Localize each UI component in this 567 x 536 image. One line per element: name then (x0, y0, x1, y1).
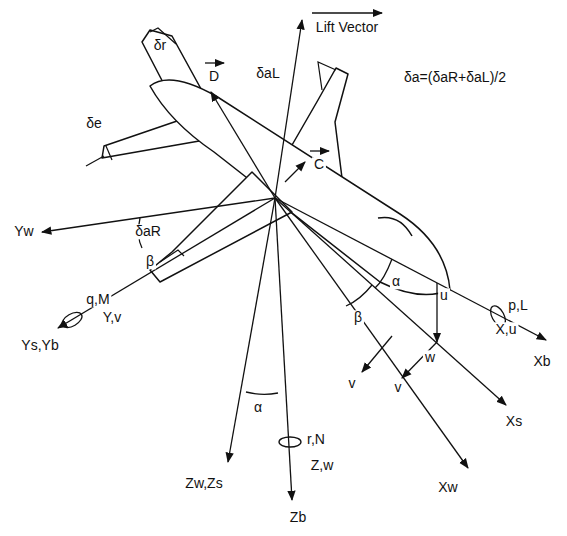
axis-label: Xw (436, 480, 459, 495)
v-component (402, 342, 437, 378)
axis-label: Z,w (309, 458, 336, 473)
vector-bar (312, 12, 382, 13)
axis-label: δaL (254, 66, 281, 81)
alpha-arc (246, 392, 278, 394)
cockpit (378, 217, 412, 236)
yb-axis (58, 198, 275, 328)
axis-label: v (393, 380, 404, 395)
axis-label: u (438, 288, 450, 303)
axis-label: Xs (504, 414, 524, 429)
axis-label: v (347, 376, 358, 391)
axis-label: Lift Vector (314, 20, 380, 35)
axis-label: Y,v (101, 310, 123, 325)
side-force-vector (285, 162, 305, 182)
axis-label: Ys,Yb (19, 338, 60, 353)
axis-label: δe (84, 116, 104, 131)
axis-label: w (423, 350, 437, 365)
axis-label: α (252, 400, 264, 415)
axis-label: Yw (12, 224, 35, 239)
axis-label: Xb (531, 354, 552, 369)
lift-vector (275, 20, 302, 198)
fuselage (150, 80, 450, 295)
xs-axis (275, 198, 506, 405)
axis-label: D (207, 69, 221, 84)
axis-label: C (312, 157, 326, 172)
axis-label: δaR (133, 224, 163, 239)
vector-bar (310, 150, 329, 151)
axis-label: δr (152, 38, 168, 53)
axis-label: Zb (288, 510, 308, 525)
drag-vector (211, 92, 275, 198)
axis-label: α (390, 274, 402, 289)
vector-bar (205, 62, 224, 63)
beta-arc (346, 285, 372, 306)
axis-label: X,u (493, 322, 518, 337)
elevator-deflection (86, 156, 104, 166)
zs-axis (228, 198, 275, 462)
axis-label: β (144, 254, 156, 269)
axis-label: β (352, 310, 364, 325)
axis-label: Zw,Zs (183, 476, 224, 491)
right-wing (150, 172, 292, 282)
axis-label: p,L (506, 298, 529, 313)
yaw-symbol (279, 437, 301, 447)
pitch-symbol (59, 309, 84, 330)
elevator (106, 146, 112, 160)
axis-label: δa=(δaR+δaL)/2 (402, 70, 508, 85)
xw-axis (275, 198, 468, 468)
zb-axis (275, 198, 292, 500)
axis-label: r,N (305, 432, 327, 447)
v-component (362, 336, 392, 372)
axis-label: q,M (84, 292, 111, 307)
left-aileron (318, 62, 336, 90)
